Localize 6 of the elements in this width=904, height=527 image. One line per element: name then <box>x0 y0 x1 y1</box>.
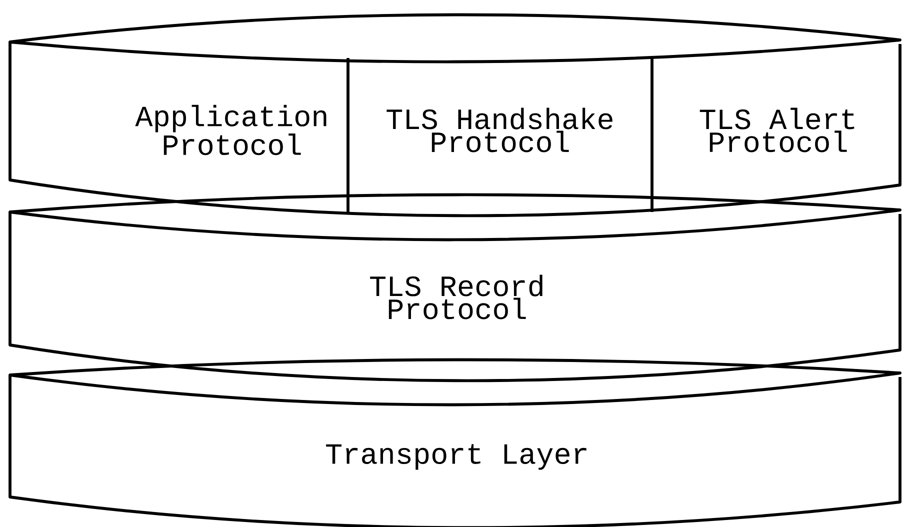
layer-label: TLS Alert Protocol <box>700 108 854 152</box>
layer-label: Application Protocol <box>135 104 326 156</box>
layer-label: TLS Handshake Protocol <box>386 108 612 152</box>
layer-band: Transport Layer <box>8 358 902 527</box>
layer-band <box>8 13 902 218</box>
layer-band: TLS Record Protocol <box>8 193 902 382</box>
